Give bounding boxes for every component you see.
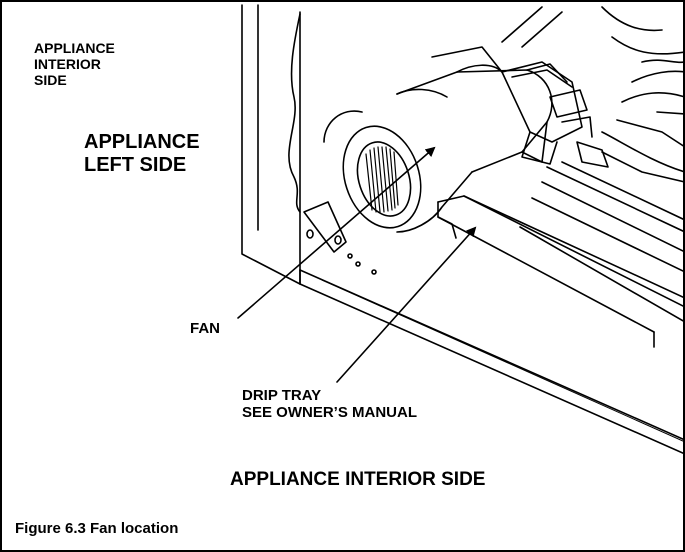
fan-motor — [501, 61, 609, 168]
label-line: INTERIOR — [34, 56, 101, 73]
appliance-floor-pan — [299, 269, 683, 454]
label-appliance-left-side: APPLIANCE LEFT SIDE — [84, 131, 200, 177]
drip-tray — [437, 195, 683, 348]
figure-caption: Figure 6.3 Fan location — [15, 520, 179, 537]
interior-right-details — [501, 6, 683, 252]
label-appliance-interior-side-bottom: APPLIANCE INTERIOR SIDE — [230, 469, 486, 490]
label-drip-tray: DRIP TRAY SEE OWNER’S MANUAL — [242, 387, 417, 422]
label-line: APPLIANCE — [34, 40, 115, 56]
label-line: APPLIANCE — [84, 131, 200, 153]
label-line: SEE OWNER’S MANUAL — [242, 404, 418, 422]
label-line: SIDE — [34, 72, 67, 89]
label-line: LEFT SIDE — [84, 154, 187, 176]
drip-tray-pointer-arrow — [336, 226, 477, 383]
label-appliance-interior-side-top: APPLIANCE INTERIOR SIDE — [34, 40, 115, 88]
mounting-bracket — [303, 201, 377, 275]
label-line: DRIP TRAY — [242, 387, 322, 404]
appliance-left-wall — [241, 4, 301, 285]
label-fan: FAN — [190, 320, 220, 337]
fan-pointer-arrow — [237, 146, 436, 319]
fan-housing — [323, 46, 568, 233]
